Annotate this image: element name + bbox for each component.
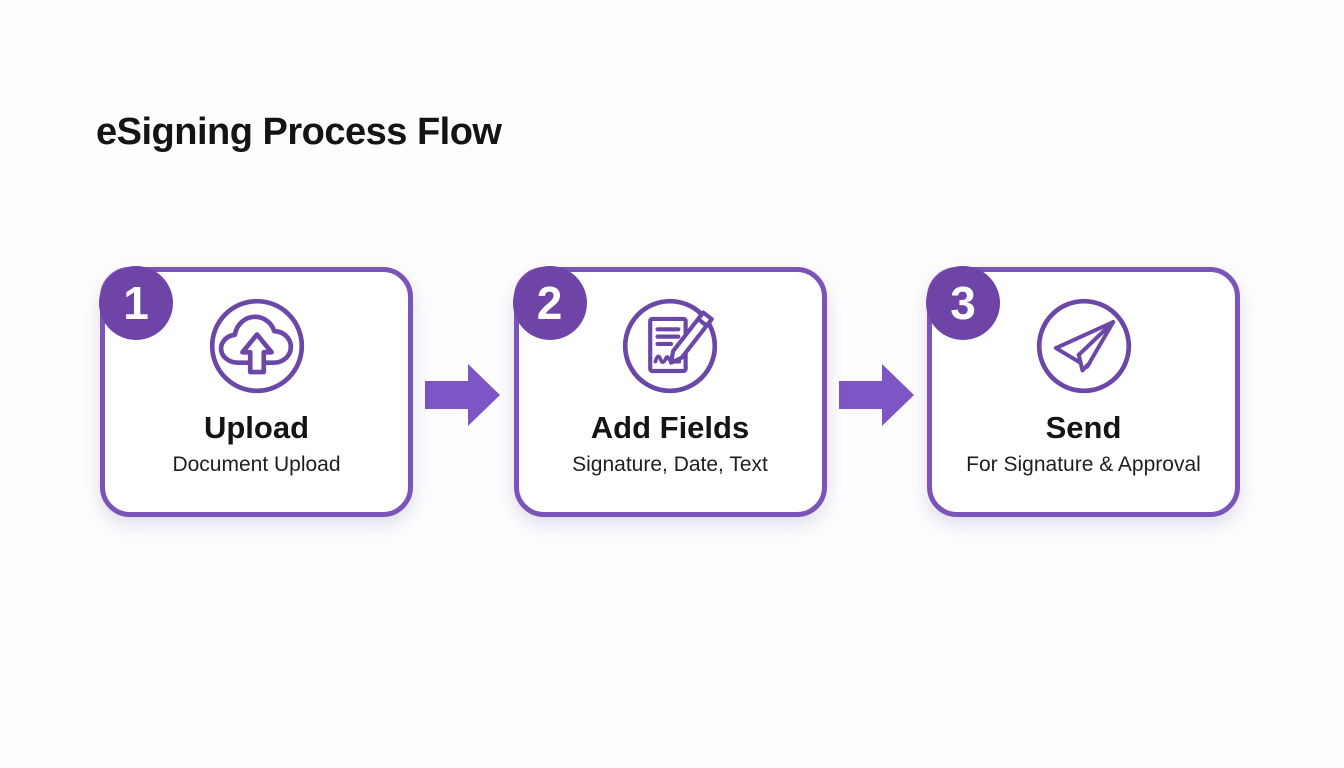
step-card-send: 3 Send For Signature & Approval: [926, 266, 1240, 517]
step-subtitle: Document Upload: [172, 453, 341, 477]
step-card-upload: 1 Upload Document Upload: [99, 266, 413, 517]
document-sign-icon: [622, 298, 718, 394]
step-number-badge: 2: [512, 266, 587, 340]
right-arrow-icon: [838, 363, 915, 427]
cloud-upload-icon: [209, 298, 304, 394]
step-title: Send: [1045, 410, 1122, 445]
step-title: Add Fields: [590, 410, 750, 445]
step-title: Upload: [203, 410, 310, 445]
step-subtitle: Signature, Date, Text: [572, 453, 768, 477]
step-subtitle: For Signature & Approval: [966, 453, 1201, 477]
page-title: eSigning Process Flow: [96, 111, 502, 154]
step-number-badge: 3: [926, 266, 1000, 340]
right-arrow-icon: [425, 363, 501, 427]
process-flow: 1 Upload Document Upload 2 Add Fields Si…: [99, 266, 1240, 517]
paper-plane-icon: [1036, 298, 1131, 394]
step-number-badge: 1: [99, 266, 173, 340]
step-card-add-fields: 2 Add Fields Signature, Date, Text: [512, 266, 827, 517]
